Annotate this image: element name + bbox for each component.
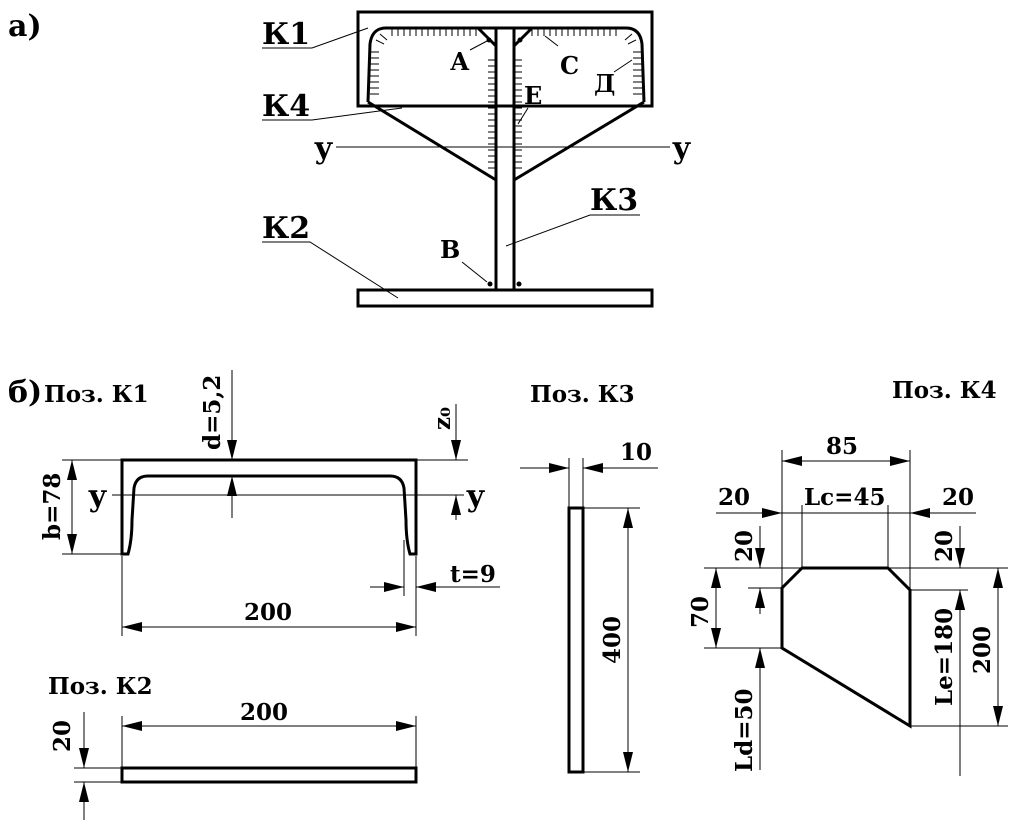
k4-title: Поз. К4 xyxy=(892,377,997,404)
k1-d-label: d=5,2 xyxy=(199,375,226,450)
part-b-marker: б) xyxy=(8,375,42,410)
k4-label: К4 xyxy=(262,89,310,124)
weld-seam-e xyxy=(488,59,522,169)
k1-width-label: 200 xyxy=(244,599,292,626)
assembly-axis-right-label: у xyxy=(672,131,691,166)
k3-leader xyxy=(505,214,640,247)
k2-width-label: 200 xyxy=(240,699,288,726)
k4-le-label: Le=180 xyxy=(931,608,958,706)
k3-plate-section xyxy=(567,506,585,774)
k4-ld-label: Ld=50 xyxy=(731,688,758,772)
weld-dot-a-left xyxy=(486,37,492,43)
assembly-view: у у К1 К4 К2 К3 А С Д Е В xyxy=(262,10,691,308)
k2-base-plate xyxy=(356,288,654,308)
k2-title: Поз. К2 xyxy=(48,673,153,700)
point-b-leader xyxy=(461,261,488,283)
k4-200-label: 200 xyxy=(969,626,996,674)
k1-title: Поз. К1 xyxy=(44,381,149,408)
point-e-leader xyxy=(517,107,529,125)
part-a-marker: а) xyxy=(8,9,42,44)
k1-z0-label: z₀ xyxy=(429,407,456,430)
k3-title: Поз. К3 xyxy=(530,381,635,408)
k4-chamfer-right-label: 20 xyxy=(942,484,974,511)
weld-seam-c xyxy=(391,28,617,36)
k1-axis-right-label: у xyxy=(466,479,485,514)
point-d-leader xyxy=(613,59,633,73)
k3-label: К3 xyxy=(590,183,638,218)
point-c-leader xyxy=(544,35,559,47)
k2-leader xyxy=(262,241,399,299)
weld-dot-b-left xyxy=(487,281,493,287)
point-a-leader xyxy=(469,40,488,51)
k4-chamfer-left-label: 20 xyxy=(718,484,750,511)
k3-height-label: 400 xyxy=(599,616,626,664)
detail-k3: Поз. К3 10 400 xyxy=(520,381,658,774)
point-e-label: Е xyxy=(524,81,542,110)
k4-lc-label: Lc=45 xyxy=(804,484,885,511)
k1-leader xyxy=(262,27,369,49)
k4-vchamfer-left-label: 20 xyxy=(731,530,758,562)
k3-thick-label: 10 xyxy=(620,439,652,466)
k2-thick-label: 20 xyxy=(49,720,76,752)
assembly-axis-left-label: у xyxy=(314,131,333,166)
k1-b-label: b=78 xyxy=(39,473,66,540)
k2-label: К2 xyxy=(262,211,310,246)
k1-axis-left-label: у xyxy=(88,479,107,514)
k3-web-plate xyxy=(494,26,516,292)
k4-gusset-shape xyxy=(780,566,912,729)
detail-k4: Поз. К4 85 20 Lc=45 20 20 70 Ld=50 xyxy=(687,377,1008,776)
weld-seam-d xyxy=(370,33,642,95)
weld-seam-a xyxy=(476,26,534,48)
point-a-label: А xyxy=(450,47,470,76)
k4-70-label: 70 xyxy=(687,596,714,628)
weld-dot-a-right xyxy=(517,37,523,43)
k1-label: К1 xyxy=(262,17,310,52)
k4-vchamfer-right-label: 20 xyxy=(931,530,958,562)
point-b-label: В xyxy=(440,235,460,264)
k4-leader xyxy=(262,107,403,121)
k1-t-label: t=9 xyxy=(450,561,496,588)
point-c-label: С xyxy=(560,51,579,80)
k2-plate-section xyxy=(120,766,418,784)
k1-channel-section xyxy=(120,458,418,556)
weld-dot-b-right xyxy=(516,281,522,287)
k1-channel-outline xyxy=(356,10,654,108)
detail-k2: Поз. К2 200 20 xyxy=(48,673,418,820)
point-d-label: Д xyxy=(594,69,615,98)
detail-k1: Поз. К1 у у b=78 d=5,2 z₀ t=9 200 xyxy=(39,370,500,636)
k4-85-label: 85 xyxy=(826,433,858,460)
